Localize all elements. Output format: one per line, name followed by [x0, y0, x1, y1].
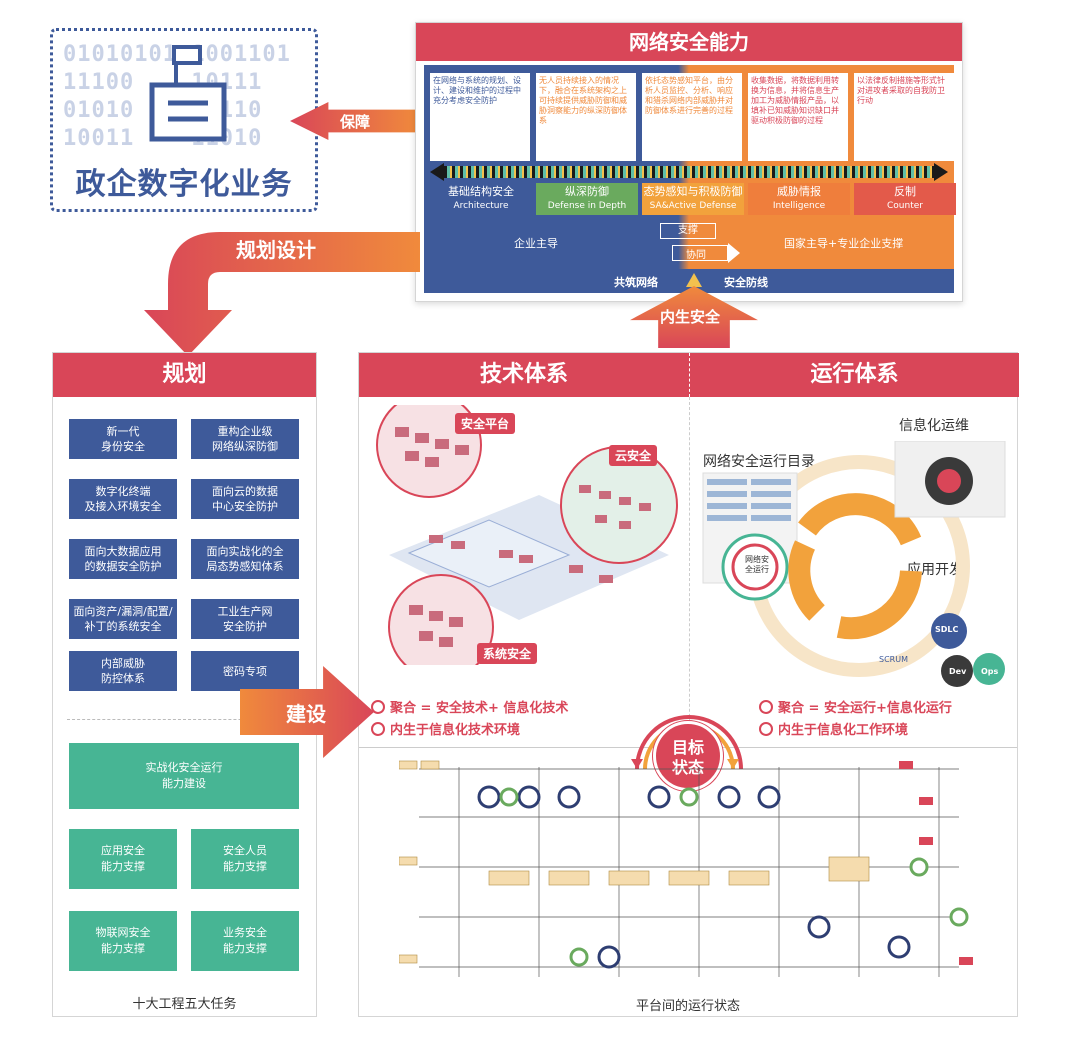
task-box: 实战化安全运行 能力建设: [69, 743, 299, 809]
task-box: 安全人员 能力支撑: [191, 829, 299, 889]
ops-bullet: 聚合 = 安全运行+信息化运行: [759, 697, 952, 716]
state-led-label: 国家主导+专业企业支撑: [784, 237, 904, 250]
nsc-content: 在网络与系统的规划、设计、建设和维护的过程中充分考虑安全防护 无人员持续接入的情…: [424, 65, 956, 293]
tech-system-title: 技术体系: [359, 353, 689, 397]
target-icon: [371, 700, 385, 714]
runtime-network-diagram: [399, 760, 973, 977]
digital-business-block: 01010101 1001101 11100 10111 01010 10110…: [50, 28, 318, 212]
planning-design-label: 规划设计: [236, 238, 316, 262]
scrum-badge: SCRUM: [879, 655, 908, 664]
project-box: 工业生产网 安全防护: [191, 599, 299, 639]
support-label: 支撑: [660, 223, 716, 239]
planning-footer: 十大工程五大任务: [132, 997, 237, 1012]
tech-bullet: 内生于信息化技术环境: [371, 719, 520, 738]
security-platform-callout: 安全平台: [455, 413, 516, 434]
target-icon: [759, 722, 773, 736]
ops-badge: Ops: [981, 667, 999, 676]
intrinsic-security-arrow: 内生安全: [630, 286, 758, 348]
build-arrow: 建设: [240, 666, 374, 758]
project-box: 面向云的数据 中心安全防护: [191, 479, 299, 519]
ops-fusion-diagram: [702, 441, 1006, 687]
system-security-callout: 系统安全: [477, 643, 538, 664]
target-icon: [371, 722, 385, 736]
ops-ring-center-label: 网络安 全运行: [745, 555, 769, 574]
capability-description: 收集数据，将数据利用转换为信息，并将信息生产加工为威胁情报产品，以填补已知威胁知…: [748, 73, 848, 161]
cloud-security-callout: 云安全: [609, 445, 658, 466]
tech-ops-panel: 技术体系 运行体系 安全平台 云安全 系统安全 聚合 = 安全技术+ 信息化技术…: [358, 352, 1019, 1017]
planning-divider: [67, 719, 302, 720]
business-title: 政企数字化业务: [75, 167, 293, 202]
enterprise-led-label: 企业主导: [514, 237, 558, 250]
capability-description: 无人员持续接入的情况下，融合在系统架构之上可持续提供威胁防御和威胁洞察能力的纵深…: [536, 73, 636, 161]
dev-badge: Dev: [949, 667, 967, 676]
sdlc-badge: SDLC: [935, 625, 959, 634]
tech-bullet: 聚合 = 安全技术+ 信息化技术: [371, 697, 568, 716]
capability-description: 依托态势感知平台，由分析人员监控、分析、响应和猎杀网络内部威胁并对防御体系进行完…: [642, 73, 742, 161]
task-box: 物联网安全 能力支撑: [69, 911, 177, 971]
project-box: 面向实战化的全 局态势感知体系: [191, 539, 299, 579]
runtime-state-footer: 平台间的运行状态: [635, 999, 740, 1014]
project-box: 新一代 身份安全: [69, 419, 177, 459]
project-box: 内部威胁 防控体系: [69, 651, 177, 691]
cooperate-arrow: 协同: [672, 243, 742, 263]
fusion-label: 融合: [843, 543, 876, 562]
project-box: 重构企业级 网络纵深防御: [191, 419, 299, 459]
binary-background: 01010101 1001101 11100 10111 01010 10110…: [63, 42, 291, 151]
planning-panel: 规划 新一代 身份安全 重构企业级 网络纵深防御 数字化终端 及接入环境安全 面…: [52, 352, 317, 1017]
security-platform-illustration: [376, 405, 678, 665]
capability-spectrum-arrow: [430, 163, 948, 181]
guarantee-arrow: 保障: [290, 102, 418, 140]
build-label: 建设: [286, 702, 326, 726]
planning-design-arrow: 规划设计: [140, 228, 420, 358]
project-box: 密码专项: [191, 651, 299, 691]
intrinsic-security-label: 内生安全: [660, 308, 721, 326]
project-box: 数字化终端 及接入环境安全: [69, 479, 177, 519]
network-security-capability-panel: 网络安全能力 在网络与系统的规划、设计、建设和维护的过程中充分考虑安全防护 无人…: [415, 22, 963, 302]
task-box: 应用安全 能力支撑: [69, 829, 177, 889]
ops-catalog-label: 网络安全运行目录: [703, 454, 815, 470]
capability-description: 以法律反制措施等形式针对进攻者采取的自我防卫行动: [854, 73, 954, 161]
project-box: 面向资产/漏洞/配置/ 补丁的系统安全: [69, 599, 177, 639]
planning-title: 规划: [53, 353, 316, 397]
guarantee-label: 保障: [340, 113, 371, 131]
it-ops-label: 信息化运维: [899, 418, 969, 434]
target-icon: [759, 700, 773, 714]
ops-bullet: 内生于信息化工作环境: [759, 719, 908, 738]
nsc-title: 网络安全能力: [416, 23, 962, 61]
ops-system-title: 运行体系: [689, 353, 1019, 397]
project-box: 面向大数据应用 的数据安全防护: [69, 539, 177, 579]
building-icon: [149, 45, 227, 142]
capability-description: 在网络与系统的规划、设计、建设和维护的过程中充分考虑安全防护: [430, 73, 530, 161]
task-box: 业务安全 能力支撑: [191, 911, 299, 971]
